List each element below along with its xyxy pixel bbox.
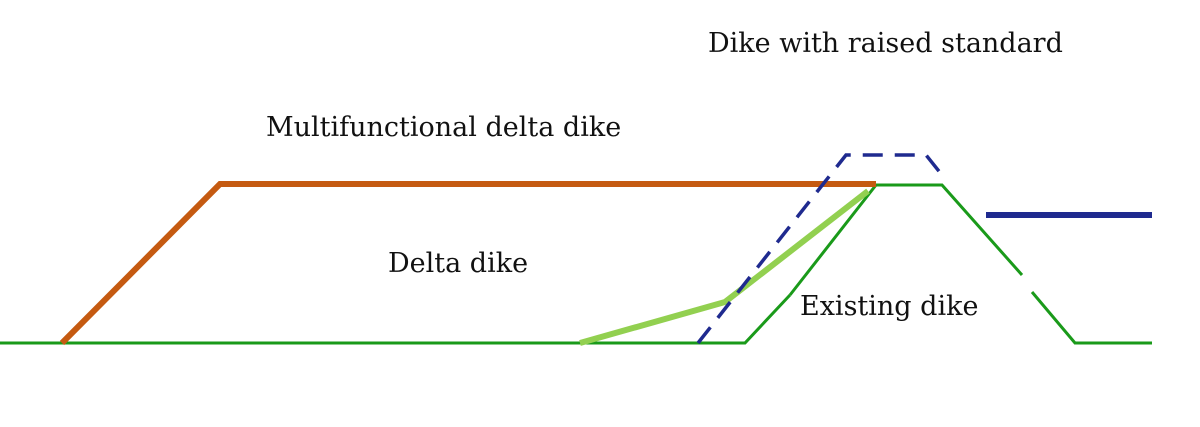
- existing-dike-profile: [0, 293, 792, 345]
- multifunctional-delta-dike-line: [59, 181, 876, 346]
- label-delta-dike: Delta dike: [388, 248, 529, 279]
- raised-standard-dike-line: [696, 153, 944, 345]
- existing-dike-crest: [788, 183, 1024, 296]
- label-existing-dike: Existing dike: [800, 291, 979, 322]
- existing-dike-outer-slope: [1030, 291, 1152, 345]
- delta-dike-slope-line: [579, 188, 870, 346]
- label-raised-standard-dike: Dike with raised standard: [708, 28, 1063, 59]
- label-multifunctional-delta-dike: Multifunctional delta dike: [266, 112, 622, 143]
